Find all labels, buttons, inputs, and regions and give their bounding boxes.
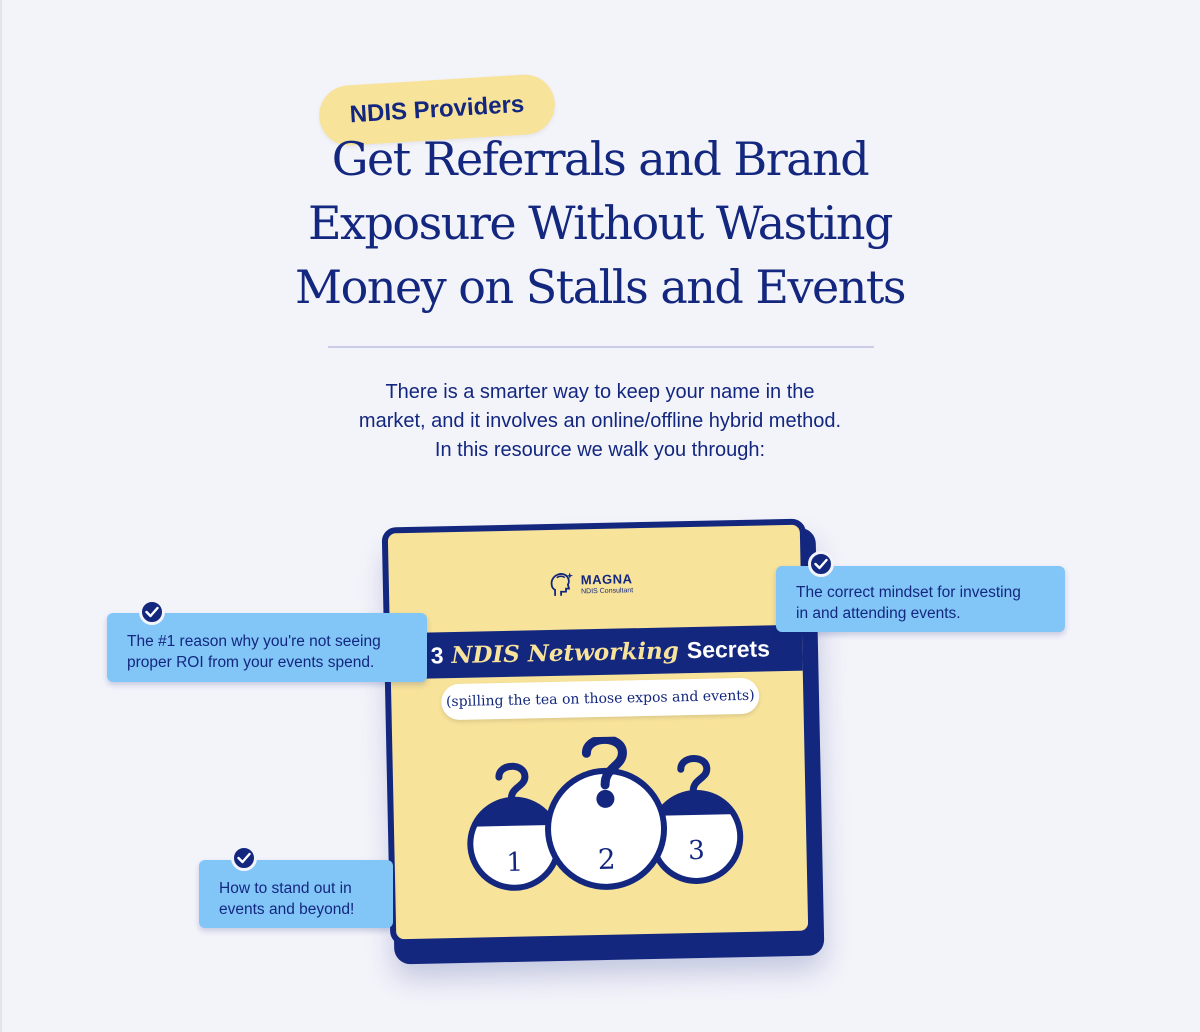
resource-subtitle: (spilling the tea on those expos and eve… [440, 677, 760, 721]
intro-line-1: There is a smarter way to keep your name… [385, 381, 815, 403]
title-number: 3 [430, 641, 444, 668]
intro-line-2: market, and it involves an online/offlin… [358, 410, 842, 432]
headline: Get Referrals and Brand Exposure Without… [200, 127, 1000, 319]
intro-line-3: In this resource we walk you through: [434, 439, 766, 461]
headline-line-3: Money on Stalls and Events [295, 260, 906, 314]
question-mark-icon [581, 734, 627, 790]
divider [328, 346, 874, 348]
brand-name: MAGNA [580, 570, 633, 587]
magna-logo-icon [550, 572, 574, 596]
headline-line-2: Exposure Without Wasting [307, 196, 894, 250]
check-icon [139, 599, 165, 625]
title-rest: Secrets [686, 634, 771, 663]
subtitle-text: (spilling the tea on those expos and eve… [445, 687, 755, 711]
benefit-card-mindset: The correct mindset for investing in and… [776, 566, 1065, 632]
benefit-card-roi: The #1 reason why you're not seeing prop… [107, 613, 427, 682]
headline-line-1: Get Referrals and Brand [331, 132, 870, 186]
badge-label: NDIS Providers [348, 90, 525, 129]
circle-number-3: 3 [688, 836, 705, 866]
question-mark-icon [495, 762, 529, 803]
circle-number-2: 2 [597, 843, 616, 876]
title-highlight: NDIS Networking [451, 636, 680, 669]
benefit-3-line-1: How to stand out in [219, 880, 352, 897]
benefit-2-line-1: The correct mindset for investing [796, 584, 1021, 601]
check-icon [808, 551, 834, 577]
intro-text: There is a smarter way to keep your name… [250, 378, 950, 465]
resource-title-band: 3 NDIS Networking Secrets [381, 624, 815, 680]
brand-subtitle: NDIS Consultant [580, 586, 634, 595]
question-mark-icon [677, 755, 711, 795]
benefit-card-stand-out: How to stand out in events and beyond! [199, 860, 393, 928]
benefit-3-line-2: events and beyond! [219, 901, 355, 918]
question-circles: 3 1 2 [467, 734, 744, 891]
magna-brand: MAGNA NDIS Consultant [549, 568, 634, 598]
circle-number-1: 1 [506, 848, 523, 878]
benefit-1-line-2: proper ROI from your events spend. [127, 654, 375, 671]
resource-cover: MAGNA NDIS Consultant 3 NDIS Networking … [381, 518, 815, 946]
page-edge [0, 0, 2, 1032]
benefit-1-line-1: The #1 reason why you're not seeing [127, 633, 381, 650]
check-icon [231, 845, 257, 871]
benefit-2-line-2: in and attending events. [796, 605, 961, 622]
